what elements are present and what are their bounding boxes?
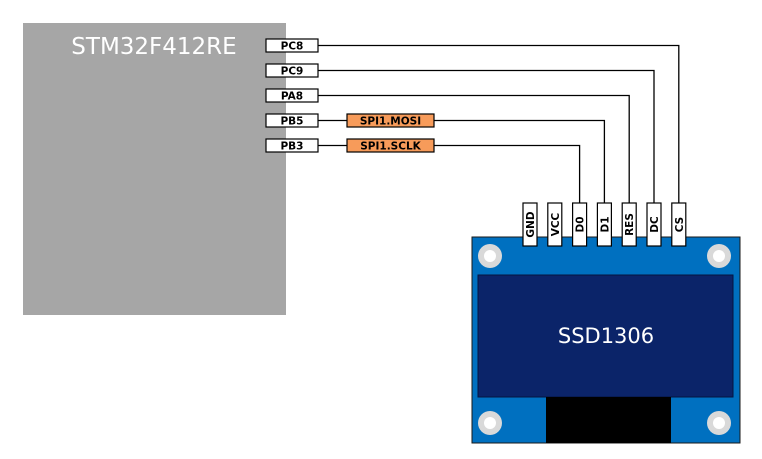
header-pin-label: DC <box>649 216 661 233</box>
mounting-hole-bottom-right <box>707 411 731 435</box>
pin-function-box <box>346 138 435 153</box>
oled-module: SSD1306 GND VCC D0 D1 RES DC CS <box>471 202 741 444</box>
header-pin-box <box>596 202 613 247</box>
mounting-hole-bottom-left <box>478 411 502 435</box>
pin-function-spi1-mosi: SPI1.MOSI <box>346 113 435 128</box>
mcu-title: STM32F412RE <box>71 34 236 60</box>
mcu-body <box>23 23 286 315</box>
wire-pb5-to-d1 <box>318 119 606 203</box>
mounting-hole-top-left <box>478 244 502 268</box>
mcu-pin-pc8: PC8 <box>265 38 319 53</box>
pin-function-label: SPI1.MOSI <box>360 116 421 128</box>
pin-function-label: SPI1.SCLK <box>360 141 421 153</box>
header-pin-d1: D1 <box>596 202 613 247</box>
mcu-pin-pb3: PB3 <box>265 138 319 153</box>
mcu-pin-box <box>265 88 319 103</box>
oled-screen <box>477 274 734 398</box>
header-pin-box <box>621 202 637 247</box>
mcu-pin-label: PB5 <box>280 116 303 128</box>
header-pin-box <box>522 202 538 247</box>
mcu-pin-pb5: PB5 <box>265 113 319 128</box>
header-pin-label: D0 <box>575 216 587 232</box>
mounting-hole-center <box>713 250 725 262</box>
header-pin-dc: DC <box>646 202 662 247</box>
header-pin-box <box>547 202 563 247</box>
mcu-pin-box <box>265 138 319 153</box>
wire-pc8-to-cs <box>318 44 680 203</box>
header-pin-d0: D0 <box>571 202 588 247</box>
header-pin-label: D1 <box>599 216 611 232</box>
pin-function-spi1-sclk: SPI1.SCLK <box>346 138 435 153</box>
wire-pc9-to-dc <box>318 69 655 203</box>
pin-function-box <box>346 113 435 128</box>
oled-title: SSD1306 <box>558 324 654 348</box>
mcu-pin-pc9: PC9 <box>265 63 319 78</box>
mcu-pin-box <box>265 38 319 53</box>
header-pin-box <box>646 202 662 247</box>
header-pin-label: VCC <box>550 212 562 236</box>
mcu-pin-label: PC9 <box>281 66 304 78</box>
mcu-pin-label: PC8 <box>281 41 304 53</box>
header-pin-label: RES <box>624 213 636 236</box>
mounting-hole-center <box>484 250 496 262</box>
mcu-block: STM32F412RE <box>23 23 286 315</box>
header-pin-cs: CS <box>671 202 687 247</box>
header-pin-box <box>571 202 588 247</box>
mounting-hole-center <box>484 417 496 429</box>
wire-pa8-to-res <box>318 94 630 203</box>
header-pin-res: RES <box>621 202 637 247</box>
header-pin-box <box>671 202 687 247</box>
mcu-pin-label: PA8 <box>281 91 303 103</box>
mcu-pin-box <box>265 63 319 78</box>
wire-pb3-to-d0 <box>318 144 581 203</box>
mcu-pin-label: PB3 <box>280 141 303 153</box>
mcu-pin-box <box>265 113 319 128</box>
header-pin-label: CS <box>674 217 686 232</box>
oled-header-pins: GND VCC D0 D1 RES DC CS <box>522 202 687 247</box>
oled-ribbon-connector <box>546 397 671 443</box>
mounting-hole-center <box>713 417 725 429</box>
header-pin-label: GND <box>525 211 537 237</box>
mcu-pin-pa8: PA8 <box>265 88 319 103</box>
header-pin-vcc: VCC <box>547 202 563 247</box>
header-pin-gnd: GND <box>522 202 538 247</box>
mounting-hole-top-right <box>707 244 731 268</box>
